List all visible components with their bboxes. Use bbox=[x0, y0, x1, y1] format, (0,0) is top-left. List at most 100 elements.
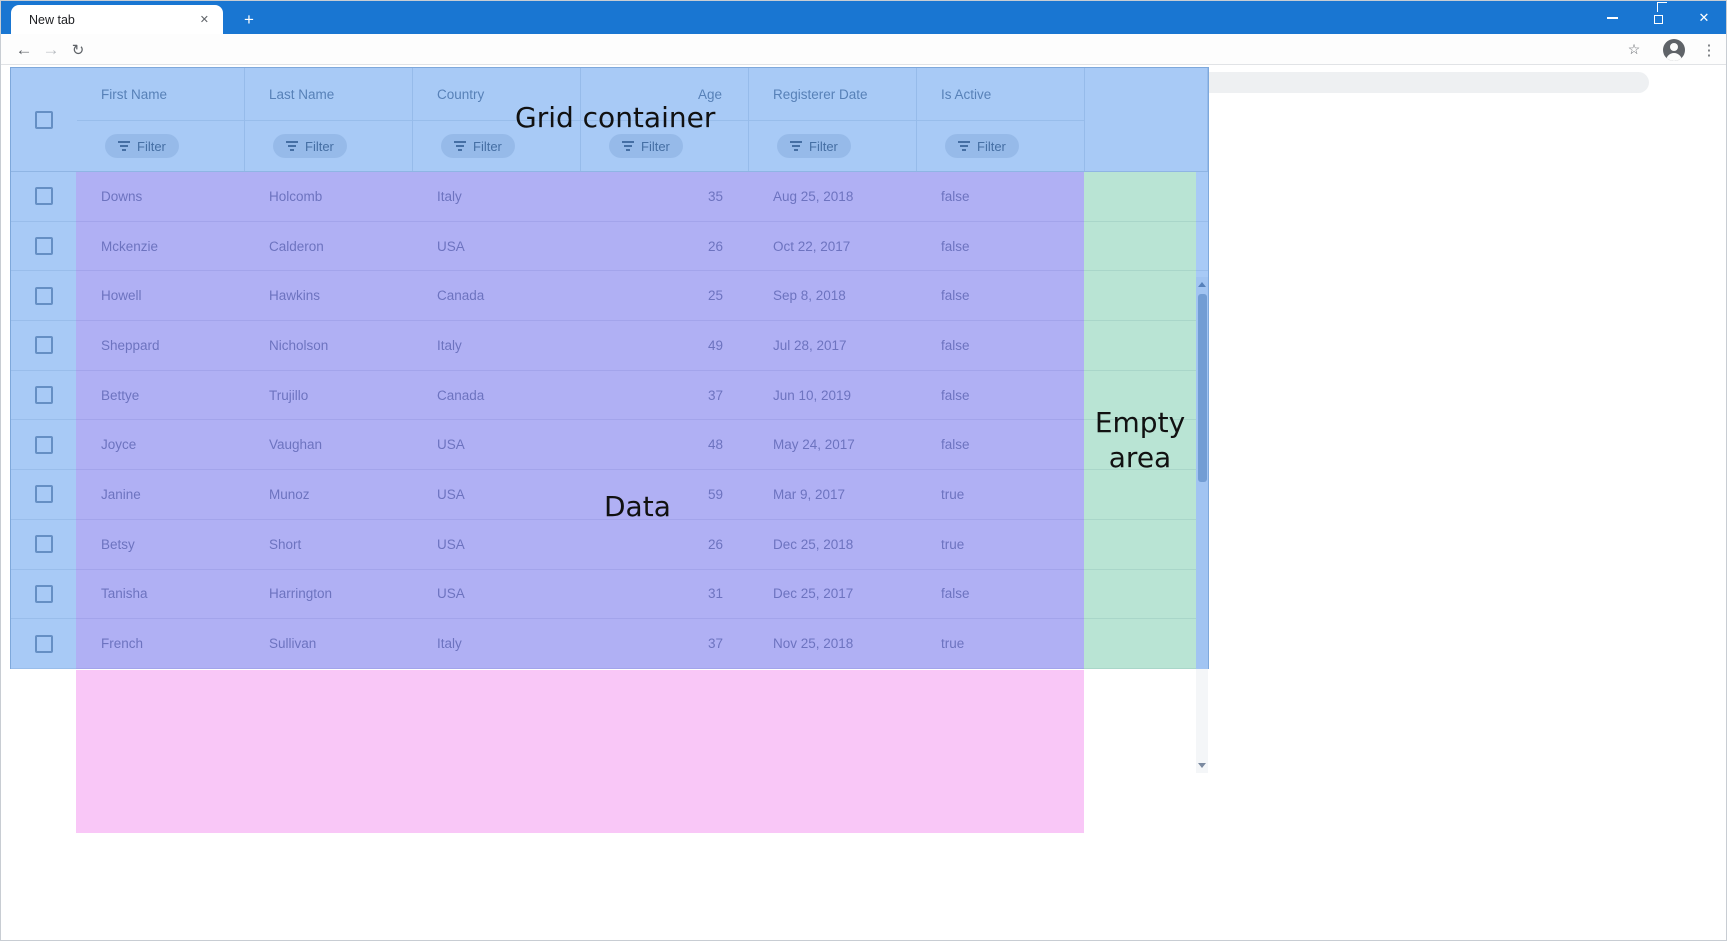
vertical-scrollbar[interactable] bbox=[1196, 277, 1208, 773]
reload-icon[interactable]: ↻ bbox=[71, 41, 85, 59]
filter-button[interactable]: Filter bbox=[105, 134, 179, 158]
column-header-label[interactable]: Is Active bbox=[917, 68, 1084, 121]
cell: USA bbox=[437, 486, 465, 502]
restore-button[interactable] bbox=[1635, 1, 1681, 34]
cell: Nov 25, 2018 bbox=[773, 636, 854, 652]
filter-button[interactable]: Filter bbox=[777, 134, 851, 158]
cell: Jul 28, 2017 bbox=[773, 337, 847, 353]
filter-button[interactable]: Filter bbox=[945, 134, 1019, 158]
column-header-label[interactable]: Last Name bbox=[245, 68, 412, 121]
cell: Joyce bbox=[101, 437, 137, 453]
row-checkbox[interactable] bbox=[35, 435, 53, 454]
row-checkbox[interactable] bbox=[35, 634, 53, 653]
column-header-label[interactable]: Registerer Date bbox=[749, 68, 916, 121]
row-checkbox[interactable] bbox=[35, 485, 53, 504]
new-tab-button[interactable]: + bbox=[244, 10, 254, 29]
cell: 37 bbox=[707, 387, 723, 403]
select-all-checkbox[interactable] bbox=[35, 110, 53, 129]
filter-button[interactable]: Filter bbox=[441, 134, 515, 158]
cell: Sullivan bbox=[269, 636, 317, 652]
cell: Jun 10, 2019 bbox=[773, 387, 852, 403]
cell: false bbox=[941, 238, 970, 254]
cell: Janine bbox=[101, 486, 141, 502]
cell: Dec 25, 2017 bbox=[773, 586, 854, 602]
cell: 59 bbox=[707, 486, 723, 502]
overlay-offscreen-rows bbox=[76, 670, 1084, 833]
column-header-label[interactable]: Age bbox=[581, 68, 748, 121]
bookmark-star-icon[interactable]: ☆ bbox=[1627, 41, 1641, 57]
cell: Short bbox=[269, 536, 302, 552]
cell: 25 bbox=[707, 288, 723, 304]
cell: false bbox=[941, 288, 970, 304]
minimize-button[interactable] bbox=[1589, 1, 1635, 34]
cell: Aug 25, 2018 bbox=[773, 188, 854, 204]
cell: Italy bbox=[437, 188, 462, 204]
tab-close-icon[interactable]: ✕ bbox=[199, 14, 209, 26]
tab-title: New tab bbox=[29, 12, 75, 27]
filter-button-label: Filter bbox=[977, 138, 1006, 154]
cell: May 24, 2017 bbox=[773, 437, 855, 453]
column-filter-area: Filter bbox=[413, 121, 580, 171]
row-empty-filler bbox=[1085, 271, 1208, 320]
row-checkbox[interactable] bbox=[35, 187, 53, 206]
row-checkbox[interactable] bbox=[35, 286, 53, 305]
scrollbar-down-arrow-icon[interactable] bbox=[1198, 763, 1206, 768]
cell: Sheppard bbox=[101, 337, 160, 353]
column-header-label[interactable]: Country bbox=[413, 68, 580, 121]
row-checkbox-cell bbox=[11, 321, 77, 370]
row-empty-filler bbox=[1085, 420, 1208, 469]
cell: Hawkins bbox=[269, 288, 321, 304]
cell: Italy bbox=[437, 636, 462, 652]
browser-tab[interactable]: New tab ✕ bbox=[11, 5, 223, 34]
cell: USA bbox=[437, 536, 465, 552]
back-icon[interactable]: ← bbox=[15, 39, 33, 59]
cell: Nicholson bbox=[269, 337, 329, 353]
avatar-head bbox=[1670, 43, 1678, 51]
column-header-label[interactable]: First Name bbox=[77, 68, 244, 121]
row-empty-filler bbox=[1085, 470, 1208, 519]
row-empty-filler bbox=[1085, 570, 1208, 619]
row-empty-filler bbox=[1085, 371, 1208, 420]
cell: Dec 25, 2018 bbox=[773, 536, 854, 552]
row-checkbox-cell bbox=[11, 172, 77, 221]
filter-button-label: Filter bbox=[473, 138, 502, 154]
filter-icon bbox=[790, 141, 802, 151]
row-checkbox[interactable] bbox=[35, 535, 53, 554]
row-empty-filler bbox=[1085, 172, 1208, 221]
row-checkbox[interactable] bbox=[35, 584, 53, 603]
profile-avatar[interactable] bbox=[1663, 39, 1685, 61]
row-checkbox[interactable] bbox=[35, 336, 53, 355]
browser-toolbar: ← → ↻ ☆ ⋮ bbox=[1, 34, 1726, 93]
column-filter-area: Filter bbox=[917, 121, 1084, 171]
column-filter-area: Filter bbox=[581, 121, 748, 171]
cell: USA bbox=[437, 238, 465, 254]
row-empty-filler bbox=[1085, 619, 1208, 668]
cell: false bbox=[941, 337, 970, 353]
close-button[interactable]: ✕ bbox=[1698, 9, 1710, 25]
forward-icon[interactable]: → bbox=[42, 39, 60, 59]
scrollbar-up-arrow-icon[interactable] bbox=[1198, 282, 1206, 287]
filter-button[interactable]: Filter bbox=[273, 134, 347, 158]
cell: Canada bbox=[437, 288, 485, 304]
browser-menu-icon[interactable]: ⋮ bbox=[1701, 41, 1717, 59]
scrollbar-thumb[interactable] bbox=[1197, 294, 1207, 482]
row-checkbox[interactable] bbox=[35, 237, 53, 256]
row-checkbox[interactable] bbox=[35, 386, 53, 405]
filter-button[interactable]: Filter bbox=[609, 134, 683, 158]
cell: false bbox=[941, 437, 970, 453]
